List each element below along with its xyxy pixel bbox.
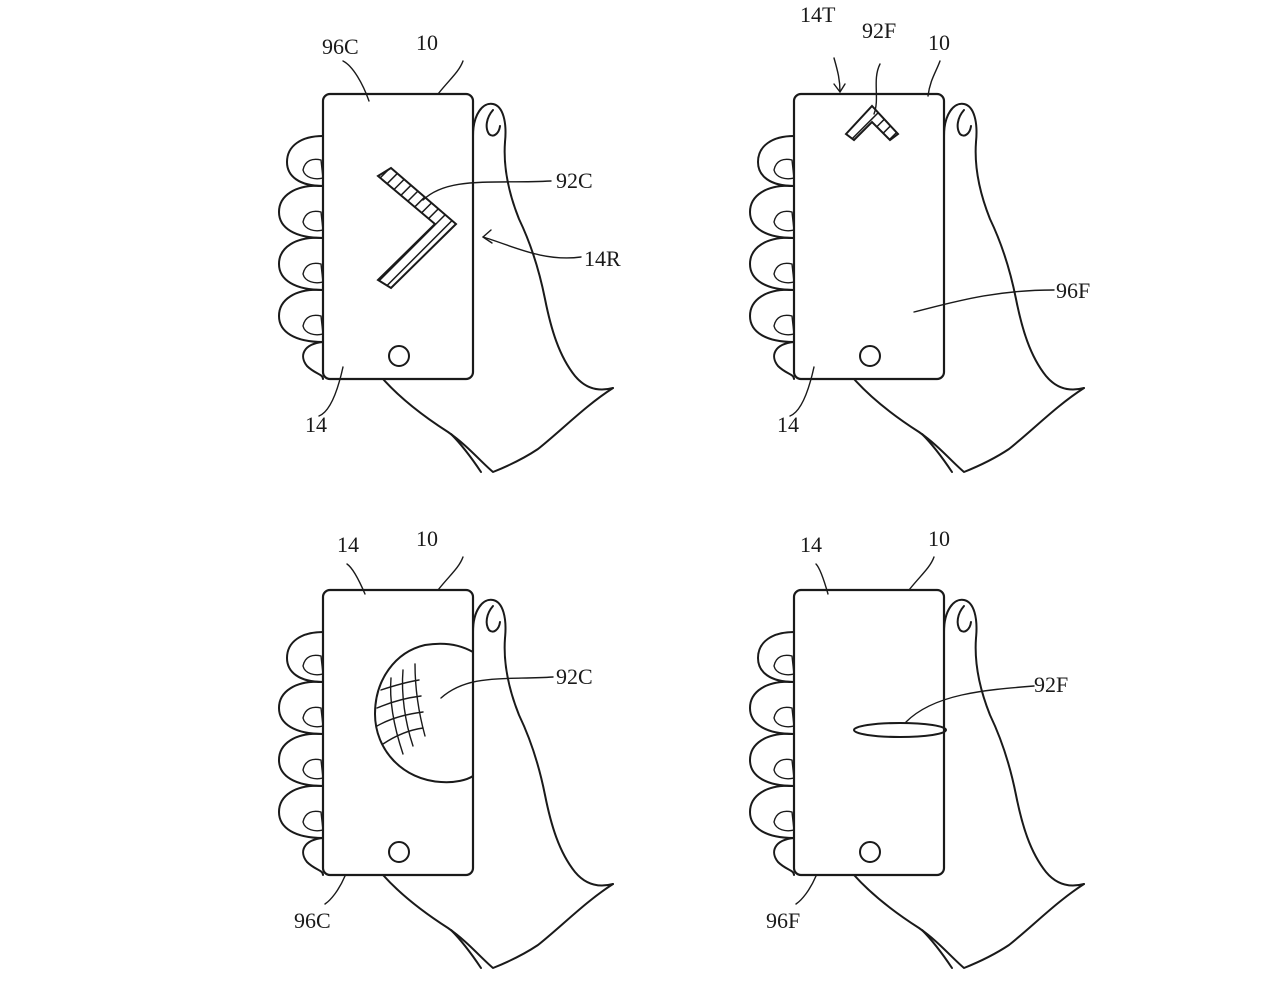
label-device: 10 [416, 526, 438, 551]
panel-2 [748, 57, 1086, 474]
label-indicator: 92C [556, 664, 593, 689]
ellipse-indicator [853, 722, 947, 738]
panel-4 [748, 556, 1086, 970]
chevron-right-indicator [376, 166, 458, 290]
chevron-up-indicator [844, 104, 900, 142]
label-screen-content: 96F [766, 908, 800, 933]
panel-1 [277, 60, 615, 474]
label-display: 14 [305, 412, 327, 437]
label-display: 14 [337, 532, 359, 557]
label-display: 14 [777, 412, 799, 437]
grid-mesh [376, 663, 426, 755]
label-screen-content: 96C [322, 34, 359, 59]
hand-holding-device [277, 92, 615, 474]
label-edge: 14R [584, 246, 621, 271]
label-screen-content: 96C [294, 908, 331, 933]
label-device: 10 [928, 526, 950, 551]
label-indicator: 92F [862, 18, 896, 43]
label-indicator: 92F [1034, 672, 1068, 697]
label-device: 10 [416, 30, 438, 55]
label-device: 10 [928, 30, 950, 55]
label-indicator: 92C [556, 168, 593, 193]
panel-3 [277, 556, 615, 970]
ball-indicator [374, 642, 474, 784]
label-display: 14 [800, 532, 822, 557]
label-edge: 14T [800, 2, 836, 27]
hand-holding-device [748, 92, 1086, 474]
label-screen-content: 96F [1056, 278, 1090, 303]
